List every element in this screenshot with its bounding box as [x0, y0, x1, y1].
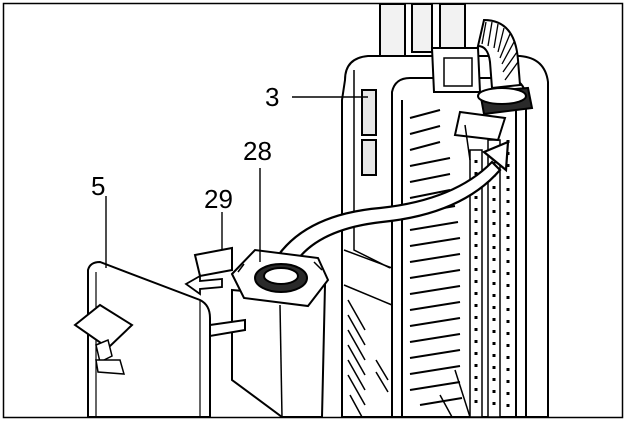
bag-holder-hinge: [453, 110, 507, 142]
leader-lines: [105, 96, 368, 268]
housing-slot-upper: [361, 89, 377, 136]
pull-arrow: [184, 274, 223, 296]
housing-slot-lower: [361, 139, 377, 176]
compartment-rails: [439, 139, 510, 418]
dust-bag: [230, 248, 330, 418]
vent-slits: [347, 299, 389, 418]
handle-tube-left: [379, 3, 406, 61]
hose: [476, 18, 534, 116]
callout-28: 28: [243, 136, 272, 166]
bag-flap: [193, 246, 246, 338]
callout-5: 5: [91, 171, 105, 201]
removal-path-arrow: [270, 140, 510, 274]
handle-tube-mid: [411, 3, 433, 53]
cover-latch: [73, 303, 134, 350]
callout-29: 29: [204, 184, 233, 214]
cover-panel: [73, 260, 211, 418]
callout-3: 3: [265, 82, 279, 112]
